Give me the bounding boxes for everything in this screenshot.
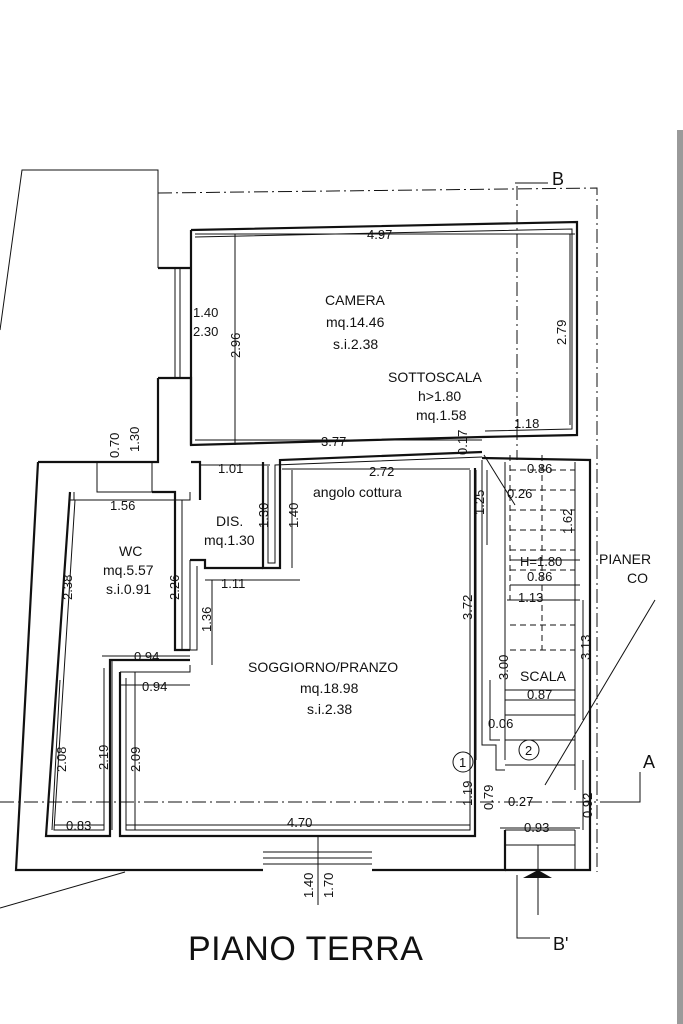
dim-0-70: 0.70 — [107, 433, 122, 458]
dim-3-77: 3.77 — [321, 434, 346, 449]
pianerottolo-line1: PIANER — [599, 551, 651, 567]
angolo-cottura-label: angolo cottura — [313, 484, 402, 500]
dim-2-38: 2.38 — [60, 575, 75, 600]
dim-1-40-dis: 1.40 — [286, 503, 301, 528]
sottoscala-height: h>1.80 — [418, 388, 461, 404]
marker-1: 1 — [459, 755, 466, 770]
dim-1-30-top: 1.30 — [127, 427, 142, 452]
camera-name: CAMERA — [325, 292, 386, 308]
dim-3-00: 3.00 — [496, 655, 511, 680]
wc-area: mq.5.57 — [103, 562, 154, 578]
dim-1-62: 1.62 — [560, 509, 575, 534]
dim-h-1-80: H=1.80 — [520, 554, 562, 569]
dim-1-13: 1.13 — [518, 590, 543, 605]
camera-height: s.i.2.38 — [333, 336, 378, 352]
dim-1-40-window: 1.40 — [193, 305, 218, 320]
dim-0-26: 0.26 — [507, 486, 532, 501]
wc-name: WC — [119, 543, 142, 559]
dim-0-87: 0.87 — [527, 687, 552, 702]
dim-2-79: 2.79 — [554, 320, 569, 345]
scala-label: SCALA — [520, 668, 567, 684]
sottoscala-area: mq.1.58 — [416, 407, 467, 423]
dim-1-19: 1.19 — [460, 781, 475, 806]
dis-name: DIS. — [216, 513, 243, 529]
dim-1-01: 1.01 — [218, 461, 243, 476]
dim-4-70: 4.70 — [287, 815, 312, 830]
marker-2: 2 — [525, 743, 532, 758]
dim-4-97: 4.97 — [367, 227, 392, 242]
dim-2-19: 2.19 — [96, 745, 111, 770]
dim-0-27: 0.27 — [508, 794, 533, 809]
dim-1-11: 1.11 — [221, 576, 245, 591]
dim-2-08: 2.08 — [54, 747, 69, 772]
page-title: PIANO TERRA — [188, 930, 423, 968]
dim-2-26: 2.26 — [167, 575, 182, 600]
dim-2-09: 2.09 — [128, 747, 143, 772]
dim-0-79: 0.79 — [481, 785, 496, 810]
dim-2-96: 2.96 — [228, 333, 243, 358]
section-lines — [0, 182, 641, 939]
walls — [14, 220, 592, 905]
section-markers — [452, 739, 540, 773]
dim-1-30-dis: 1.30 — [256, 503, 271, 528]
section-b-top: B — [552, 169, 564, 189]
room-labels: CAMERA mq.14.46 s.i.2.38 SOTTOSCALA h>1.… — [103, 292, 651, 717]
dim-0-06: 0.06 — [488, 716, 513, 731]
dimension-labels: 4.97 1.40 2.30 2.96 2.79 3.77 0.17 1.18 … — [54, 227, 595, 898]
dim-2-30: 2.30 — [193, 324, 218, 339]
camera-area: mq.14.46 — [326, 314, 385, 330]
staircase — [481, 454, 656, 915]
dimension-lines — [51, 233, 584, 831]
dim-1-56: 1.56 — [110, 498, 135, 513]
dim-0-93: 0.93 — [524, 820, 549, 835]
dim-2-72: 2.72 — [369, 464, 394, 479]
dim-3-13: 3.13 — [578, 635, 593, 660]
dim-0-86-top: 0.86 — [527, 461, 552, 476]
dim-0-92: 0.92 — [580, 793, 595, 818]
context-lines — [0, 169, 159, 909]
dim-0-83: 0.83 — [66, 818, 91, 833]
section-b-bottom: B' — [553, 934, 568, 954]
dim-0-94-lower: 0.94 — [142, 679, 167, 694]
dim-0-17: 0.17 — [455, 430, 470, 455]
dim-1-70: 1.70 — [321, 873, 336, 898]
sottoscala-name: SOTTOSCALA — [388, 369, 483, 385]
soggiorno-height: s.i.2.38 — [307, 701, 352, 717]
soggiorno-area: mq.18.98 — [300, 680, 359, 696]
section-a: A — [643, 752, 655, 772]
page-edge-shadow — [677, 130, 683, 1024]
dim-0-86-mid: 0.86 — [527, 569, 552, 584]
wc-height: s.i.0.91 — [106, 581, 151, 597]
soggiorno-name: SOGGIORNO/PRANZO — [248, 659, 398, 675]
dis-area: mq.1.30 — [204, 532, 255, 548]
dim-0-94-upper: 0.94 — [134, 649, 159, 664]
dim-1-18: 1.18 — [514, 416, 539, 431]
dim-1-25: 1.25 — [472, 490, 487, 515]
pianerottolo-line2: CO — [627, 570, 648, 586]
dim-1-36: 1.36 — [199, 607, 214, 632]
dim-3-72: 3.72 — [460, 595, 475, 620]
dim-1-40-bottom: 1.40 — [301, 873, 316, 898]
